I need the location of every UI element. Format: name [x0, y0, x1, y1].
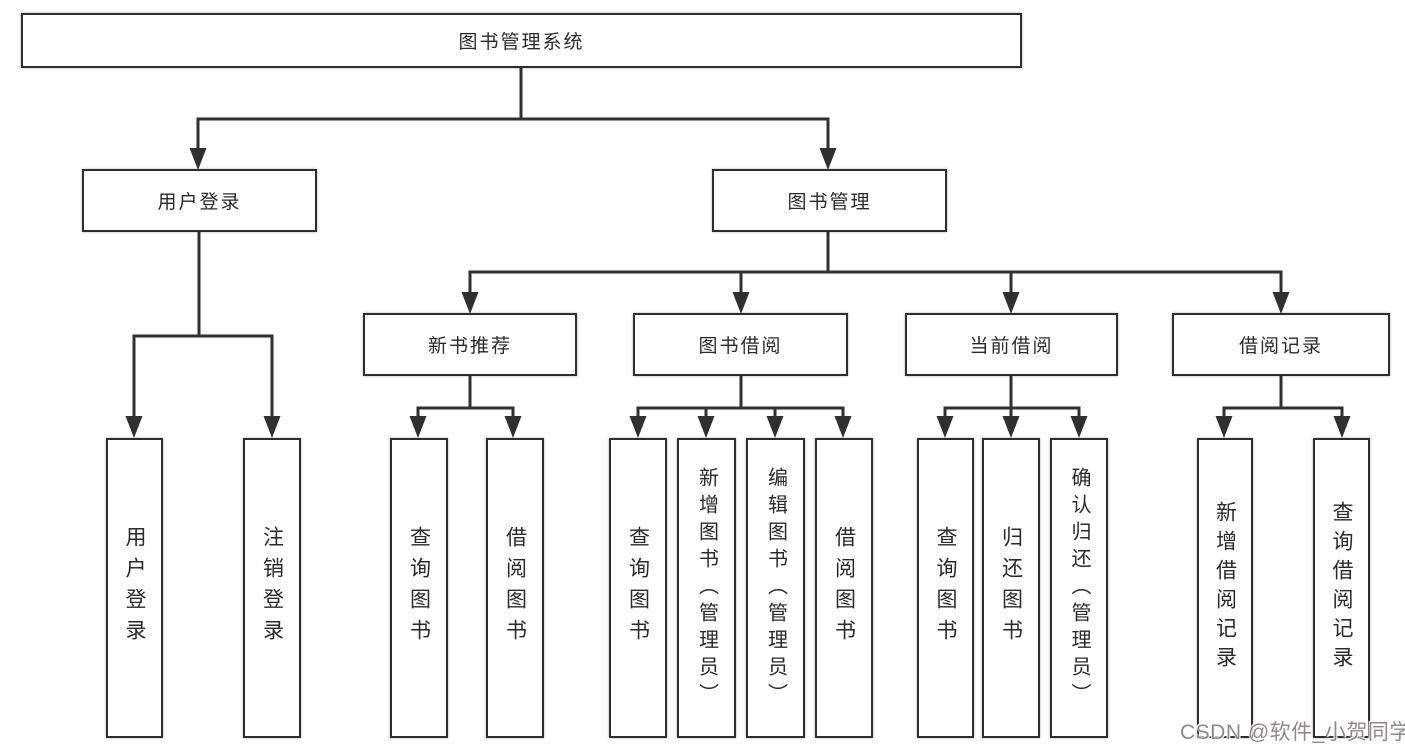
leaf-current-query-books: 查询图书 [917, 438, 974, 738]
node-user-login-group-label: 用户登录 [157, 192, 242, 213]
leaf-newbook-query-books: 查询图书 [390, 438, 448, 738]
node-borrow-record: 借阅记录 [1172, 313, 1390, 376]
leaf-borrow-borrow-books-label: 借阅图书 [832, 526, 856, 650]
node-book-management-label: 图书管理 [787, 192, 872, 213]
leaf-borrow-borrow-books: 借阅图书 [815, 438, 873, 738]
node-new-book-recommend-label: 新书推荐 [427, 336, 512, 357]
leaf-record-add-record-label: 新增借阅记录 [1213, 501, 1237, 675]
leaf-newbook-query-books-label: 查询图书 [407, 526, 431, 650]
leaf-newbook-borrow-books: 借阅图书 [486, 438, 544, 738]
leaf-record-query-record-label: 查询借阅记录 [1330, 501, 1353, 675]
leaf-current-query-books-label: 查询图书 [934, 526, 957, 650]
leaf-record-add-record: 新增借阅记录 [1197, 438, 1253, 738]
leaf-current-return-books: 归还图书 [982, 438, 1040, 738]
leaf-borrow-edit-books-admin-label: 编辑图书（管理员） [764, 466, 787, 710]
watermark: CSDN @软件_小贺同学 [1180, 721, 1405, 744]
node-current-borrow-label: 当前借阅 [969, 336, 1054, 357]
leaf-borrow-add-books-admin: 新增图书（管理员） [677, 438, 736, 738]
node-borrow-record-label: 借阅记录 [1238, 336, 1323, 357]
leaf-current-confirm-return-admin: 确认归还（管理员） [1050, 438, 1108, 738]
leaf-borrow-edit-books-admin: 编辑图书（管理员） [746, 438, 805, 738]
node-new-book-recommend: 新书推荐 [363, 313, 577, 376]
node-book-borrow-label: 图书借阅 [698, 336, 783, 357]
node-root-system-label: 图书管理系统 [458, 32, 585, 53]
node-book-borrow: 图书借阅 [633, 313, 848, 376]
leaf-logout: 注销登录 [243, 438, 301, 738]
leaf-user-login: 用户登录 [106, 438, 163, 738]
leaf-user-login-label: 用户登录 [123, 526, 146, 650]
arrowheads [125, 148, 1351, 438]
node-current-borrow: 当前借阅 [905, 313, 1118, 376]
leaf-newbook-borrow-books-label: 借阅图书 [503, 526, 527, 650]
leaf-borrow-add-books-admin-label: 新增图书（管理员） [695, 466, 718, 710]
leaf-borrow-query-books: 查询图书 [609, 438, 667, 738]
leaf-current-confirm-return-admin-label: 确认归还（管理员） [1068, 466, 1090, 710]
leaf-record-query-record: 查询借阅记录 [1313, 438, 1370, 738]
node-user-login-group: 用户登录 [82, 169, 317, 232]
leaf-borrow-query-books-label: 查询图书 [626, 526, 650, 650]
node-root-system: 图书管理系统 [21, 13, 1022, 68]
node-book-management: 图书管理 [712, 169, 947, 232]
leaf-current-return-books-label: 归还图书 [999, 526, 1023, 650]
leaf-logout-label: 注销登录 [260, 526, 284, 650]
